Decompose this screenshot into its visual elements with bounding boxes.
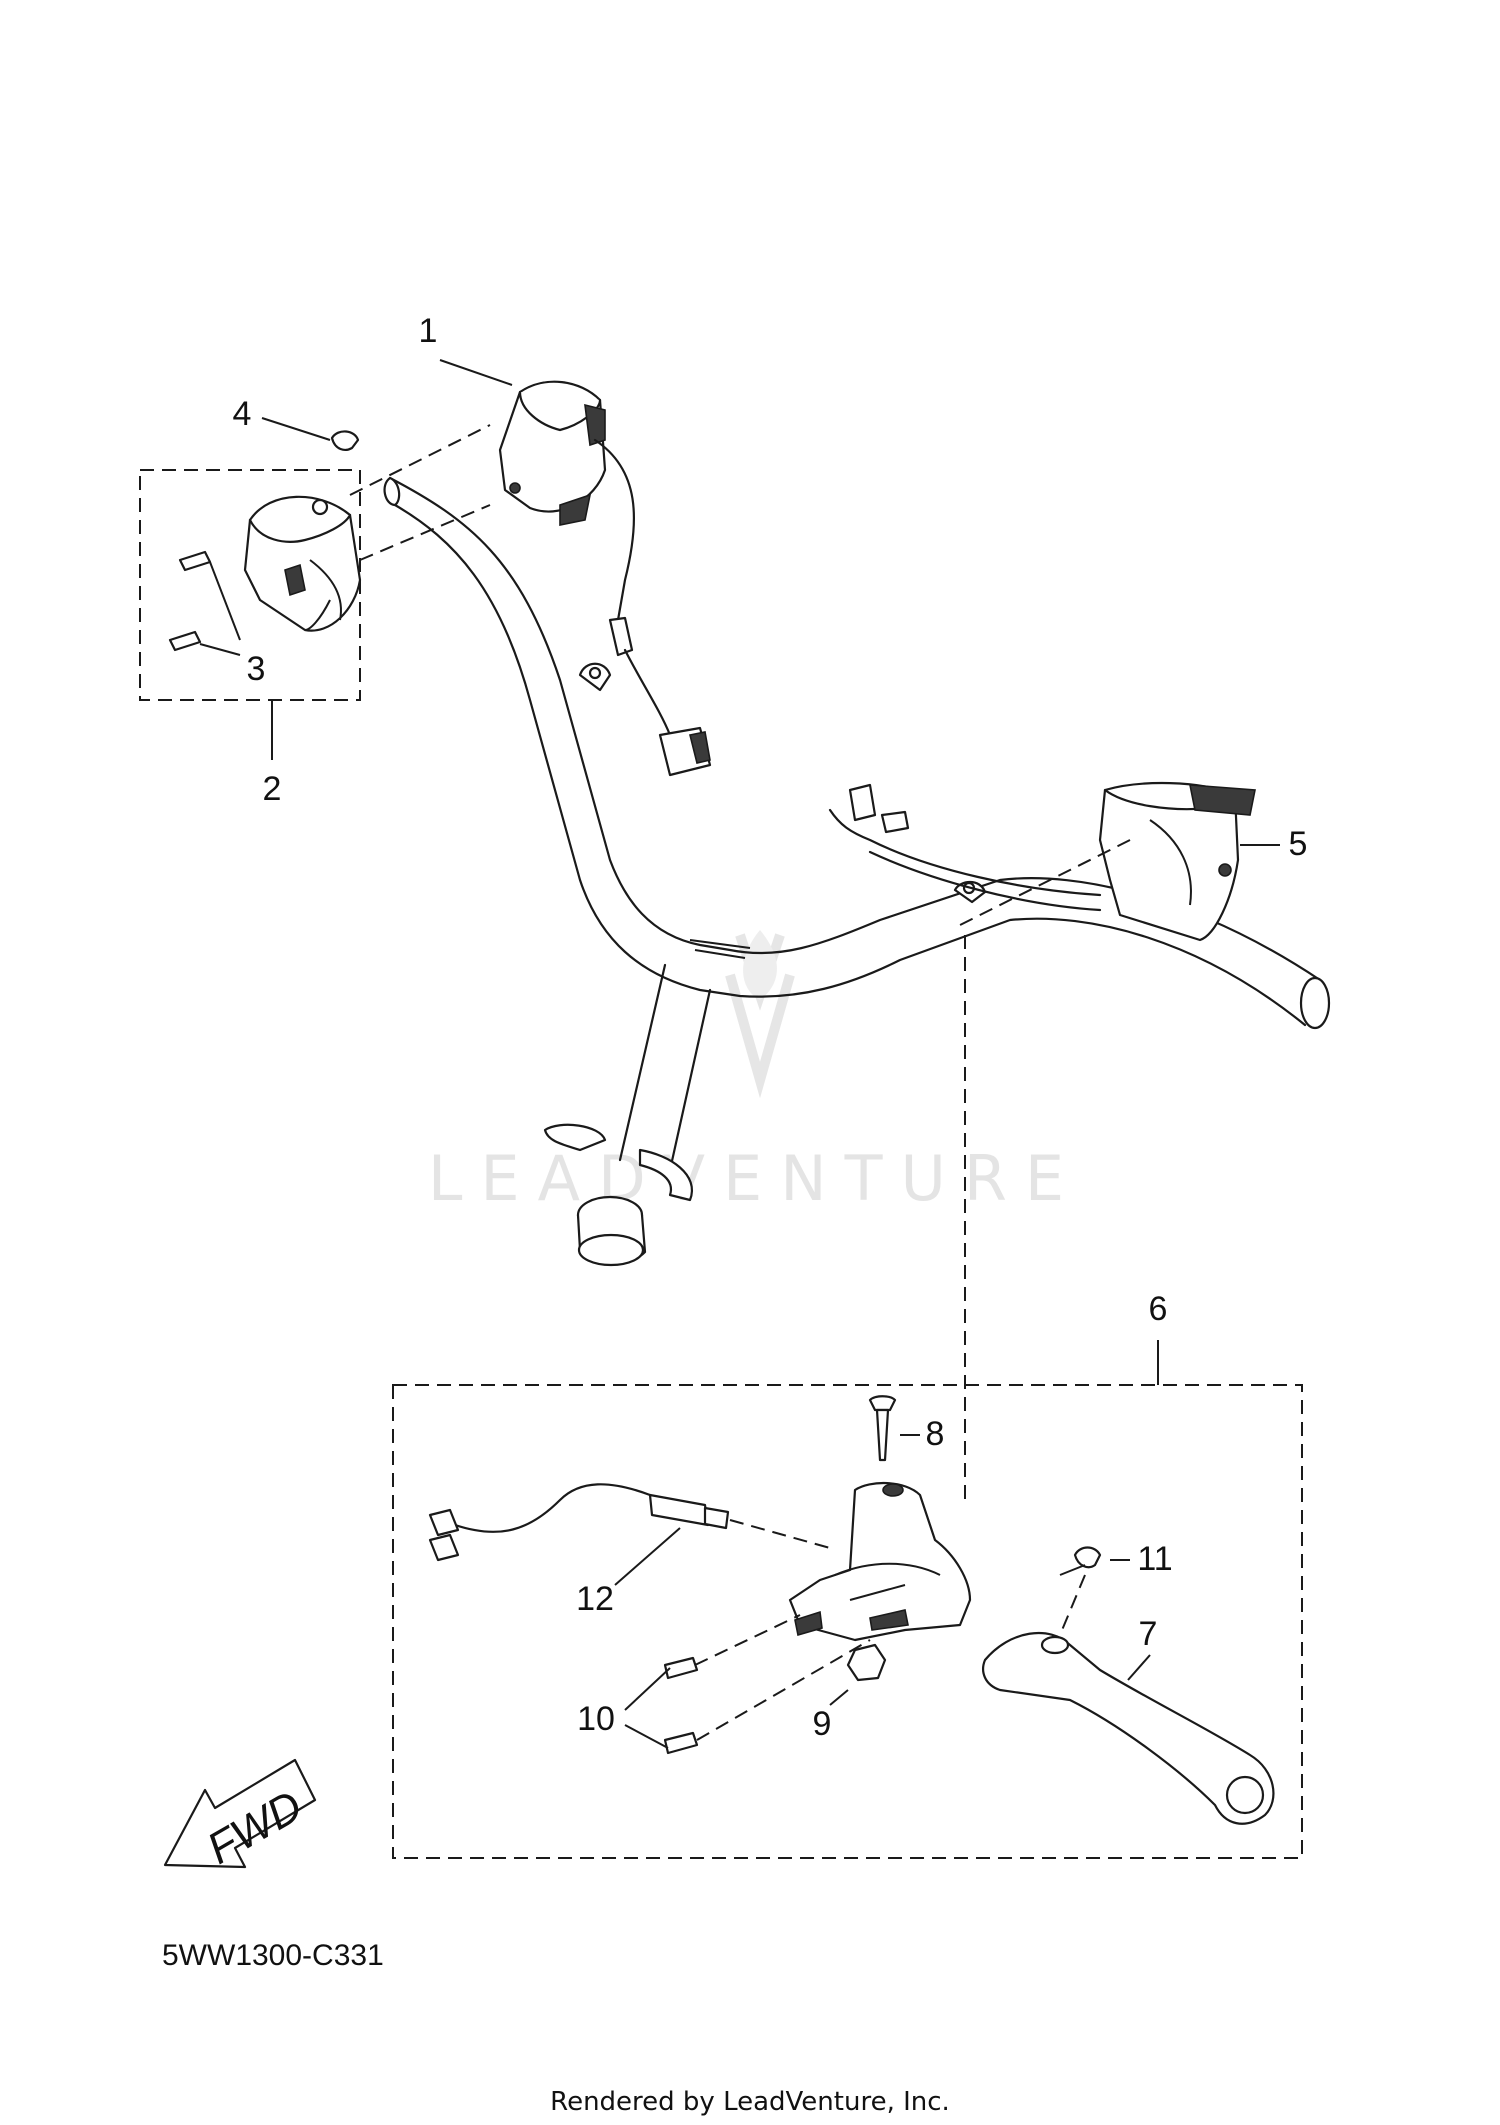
diagram-code: 5WW1300-C331 <box>162 1939 384 1972</box>
callout-8: 8 <box>926 1415 945 1453</box>
callouts: 1 4 3 2 5 6 7 8 9 10 11 12 <box>233 312 1308 1743</box>
callout-5: 5 <box>1289 825 1308 863</box>
callout-1: 1 <box>419 312 438 350</box>
callout-2: 2 <box>263 770 282 808</box>
callout-10: 10 <box>577 1700 615 1738</box>
callout-7: 7 <box>1139 1615 1158 1653</box>
callout-11: 11 <box>1137 1540 1172 1578</box>
callout-3: 3 <box>247 650 266 688</box>
callout-4: 4 <box>233 395 252 433</box>
footer-credit: Rendered by LeadVenture, Inc. <box>550 2087 950 2117</box>
watermark: LEADVENTURE <box>428 930 1082 1215</box>
callout-12: 12 <box>576 1580 614 1618</box>
part-2-switch-cover-assembly <box>139 424 491 701</box>
fwd-arrow-icon: FWD <box>163 1758 317 1874</box>
leader-lines <box>199 359 1280 1749</box>
watermark-text: LEADVENTURE <box>428 1142 1082 1215</box>
handlebar <box>383 476 1331 1267</box>
callout-6: 6 <box>1149 1290 1168 1328</box>
part-5-right-handlebar-switch <box>828 781 1256 942</box>
part-6-brake-lever-assembly <box>392 935 1303 1859</box>
callout-9: 9 <box>813 1705 832 1743</box>
part-1-left-handlebar-switch <box>498 380 712 777</box>
